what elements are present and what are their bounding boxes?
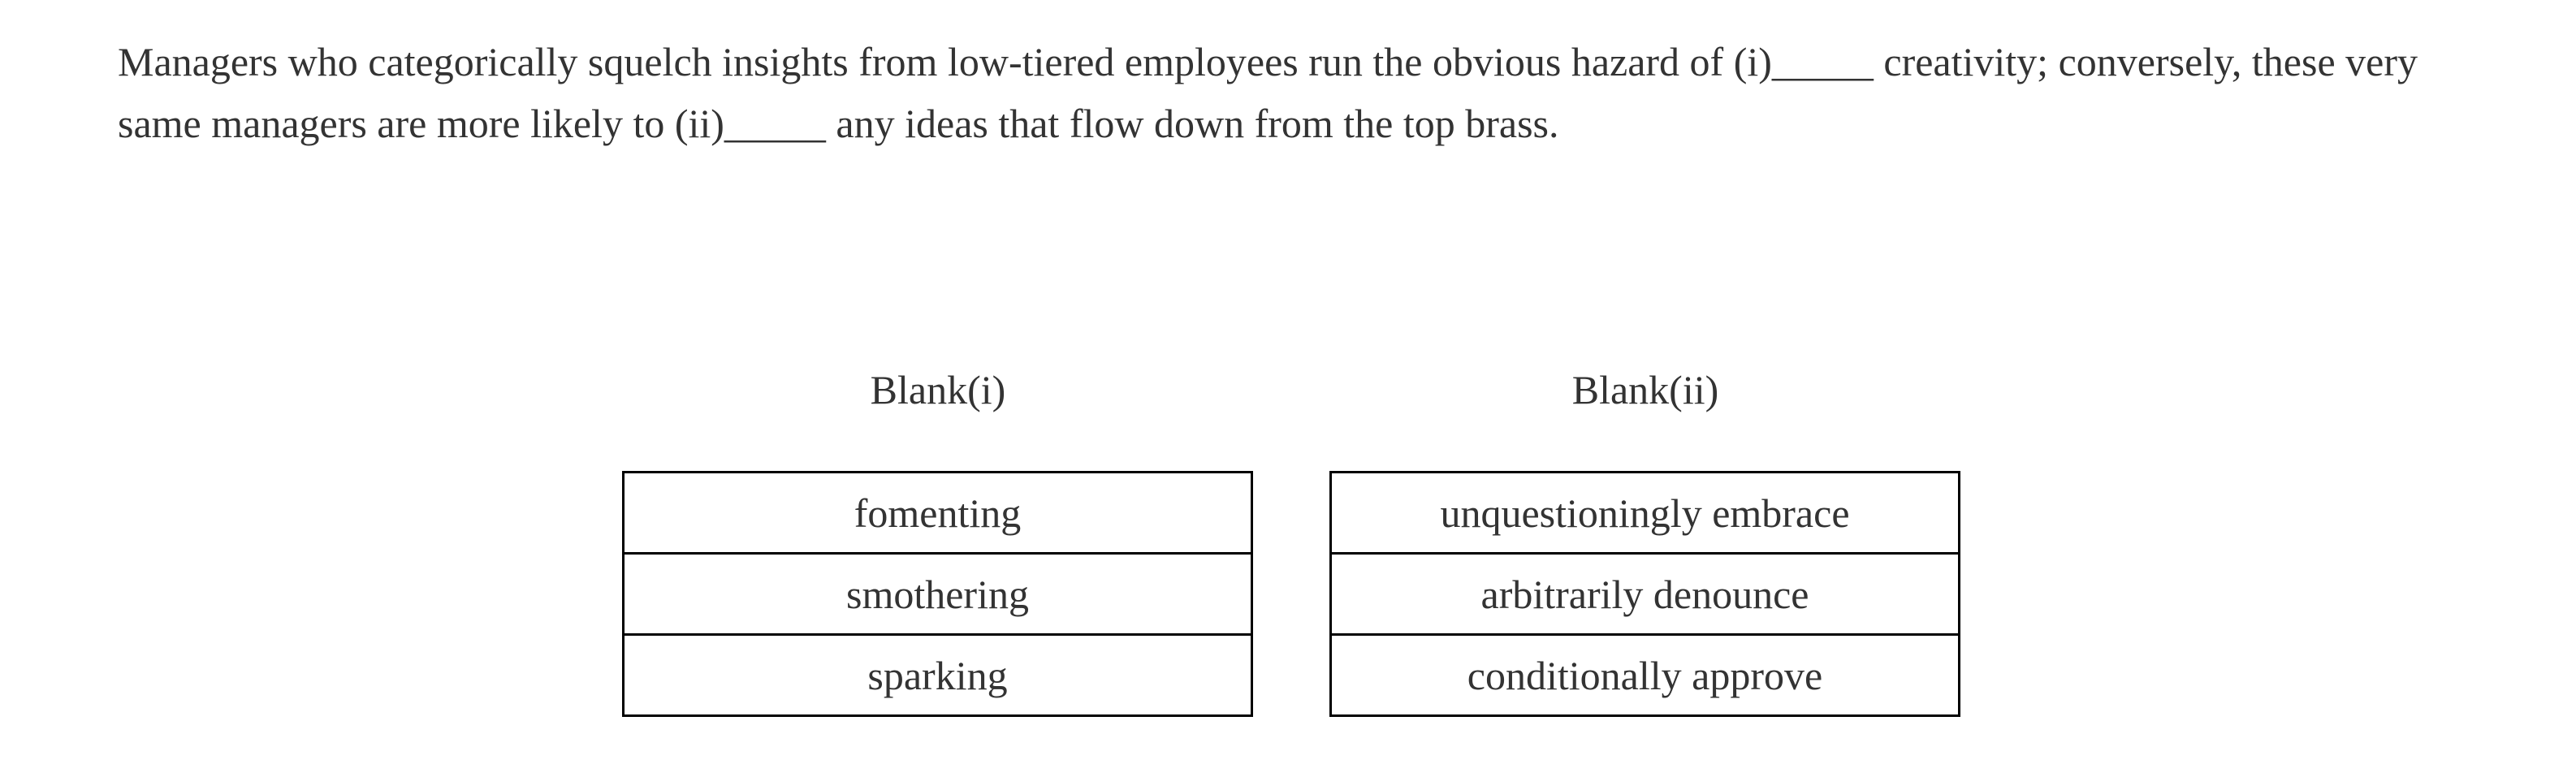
blank-i-option[interactable]: fomenting — [622, 471, 1253, 555]
blank-ii-header: Blank(ii) — [1571, 367, 1719, 412]
blank-ii-option[interactable]: conditionally approve — [1329, 633, 1960, 717]
question-text: Managers who categorically squelch insig… — [118, 39, 2418, 146]
blank-i-option[interactable]: sparking — [622, 633, 1253, 717]
blank-i-option[interactable]: smothering — [622, 552, 1253, 636]
blank-ii-option[interactable]: arbitrarily denounce — [1329, 552, 1960, 636]
blank-i-header: Blank(i) — [870, 367, 1006, 412]
blank-ii-choices: unquestioningly embrace arbitrarily deno… — [1329, 471, 1960, 717]
blank-ii-option[interactable]: unquestioningly embrace — [1329, 471, 1960, 555]
blank-i-choices: fomenting smothering sparking — [622, 471, 1253, 717]
